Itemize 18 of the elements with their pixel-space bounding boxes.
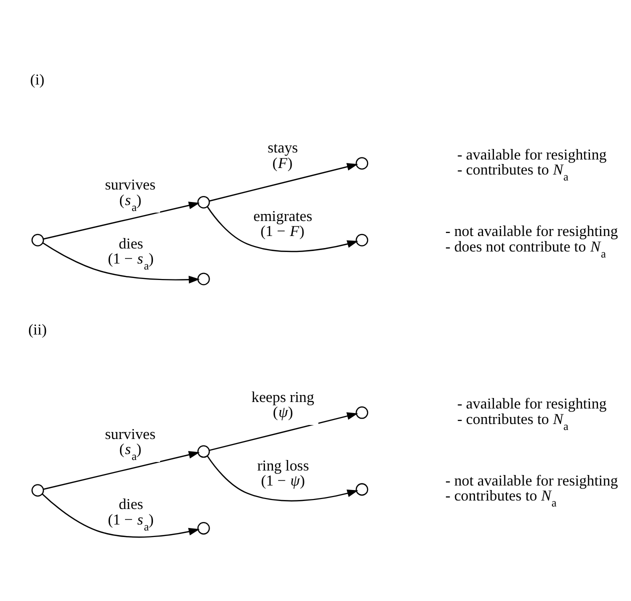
edge-label: keeps ring (ψ) bbox=[252, 389, 314, 422]
node-label: - does not contribute to N$_{a}$ bbox=[445, 238, 606, 260]
edge-label: emigrates (1 − F) bbox=[253, 208, 312, 240]
node-label: - contributes to N$_{a}$ bbox=[457, 410, 568, 433]
edge-label: stays (F) bbox=[268, 140, 298, 172]
edge-label: survives (s$_{a}$) bbox=[105, 426, 156, 464]
node-label: - contributes to N$_{a}$ bbox=[457, 162, 568, 184]
label: (i) bbox=[30, 71, 44, 88]
node-label: - available for resighting bbox=[457, 396, 607, 413]
edge-label: dies (1 − s$_{a}$) bbox=[108, 235, 154, 273]
edge-label: ring loss (1 − ψ) bbox=[257, 457, 309, 490]
node-label: - available for resighting bbox=[457, 146, 607, 164]
node-label: - not available for resighting bbox=[445, 472, 618, 490]
label: (ii) bbox=[28, 322, 47, 339]
edge-label: dies (1 − s$_{a}$) bbox=[108, 496, 154, 534]
node-label: - contributes to N$_{a}$ bbox=[445, 488, 557, 510]
node-label: - not available for resighting bbox=[445, 223, 618, 240]
edge-label: survives (s$_{a}$) bbox=[105, 176, 156, 214]
